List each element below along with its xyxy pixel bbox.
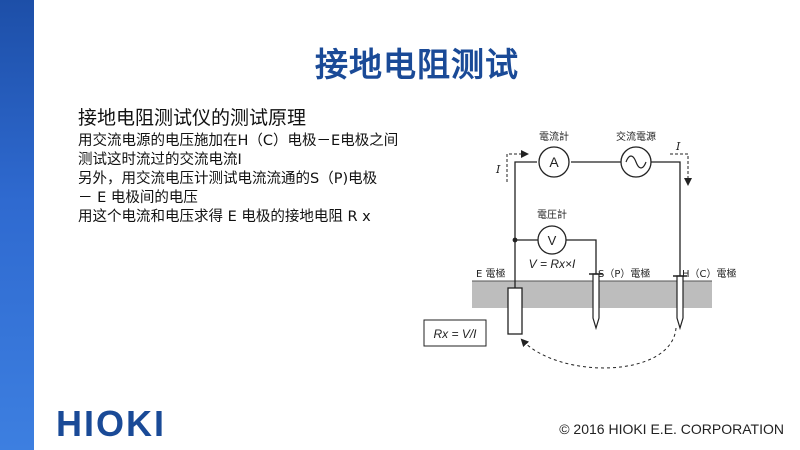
s-electrode-label: S（P）電極 <box>598 267 650 280</box>
principle-line: 用这个电流和电压求得 E 电极的接地电阻 R x <box>78 209 371 225</box>
slide-title: 接地电阻测试 <box>315 45 519 84</box>
principle-heading: 接地电阻测试仪的测试原理 <box>78 107 307 129</box>
copyright-text: © 2016 HIOKI E.E. CORPORATION <box>559 421 784 437</box>
junction-dot <box>512 237 518 243</box>
wire-voltmeter-s <box>566 239 597 274</box>
e-electrode-label: E 電極 <box>476 267 506 280</box>
voltmeter-label: 電圧計 <box>537 208 567 221</box>
ac-source-label: 交流電源 <box>616 130 656 143</box>
h-electrode-label: H（C）電極 <box>682 267 737 280</box>
voltmeter-icon <box>537 225 567 255</box>
wire-source-h <box>651 161 681 276</box>
e-electrode <box>507 287 523 335</box>
current-label-left: I <box>495 163 501 176</box>
principle-line: 另外，用交流电压计测试电流流通的S（P)电极 <box>78 171 378 187</box>
principle-line: 用交流电源的电压施加在H（C）电极－E电极之间 <box>78 133 399 149</box>
return-current-path <box>520 327 677 369</box>
earth-resistance-diagram: A 電流計 交流電源 V 電圧計 V = Rx×I I I E 電極 S（P）電… <box>423 130 737 369</box>
main-circuit-wire <box>514 161 537 288</box>
principle-line: － E 电极间的电压 <box>78 190 198 206</box>
current-arrow-right <box>670 153 692 186</box>
ammeter-symbol: A <box>549 154 559 170</box>
voltmeter-symbol: V <box>548 233 557 248</box>
sine-wave-icon <box>625 155 647 169</box>
s-electrode <box>592 273 600 331</box>
principle-text-block: 接地电阻测试仪的测试原理 用交流电源的电压施加在H（C）电极－E电极之间 测试这… <box>78 106 438 227</box>
voltage-equation: V = Rx×I <box>529 257 576 271</box>
principle-line: 测试这时流过的交流电流I <box>78 152 242 168</box>
left-accent-bar <box>0 0 34 450</box>
ammeter-label: 電流計 <box>539 130 569 143</box>
rx-equation: Rx = V/I <box>433 327 477 341</box>
current-label-right: I <box>675 140 681 153</box>
rx-result-box <box>423 319 487 347</box>
current-arrow-left <box>506 150 529 182</box>
hioki-logo: HIOKI <box>56 403 167 444</box>
h-electrode <box>676 275 684 331</box>
ammeter-icon <box>538 146 570 178</box>
